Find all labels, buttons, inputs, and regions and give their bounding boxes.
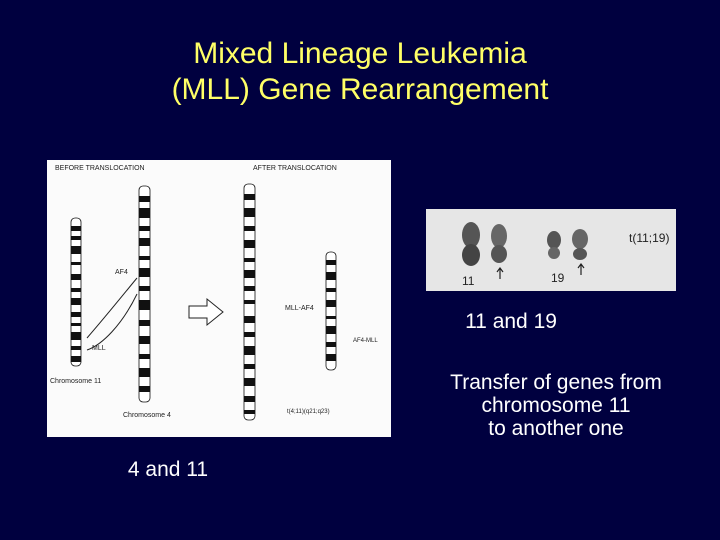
translocation-diagram: BEFORE TRANSLOCATION AFTER TRANSLOCATION… <box>47 160 391 437</box>
chromosome-4-label: Chromosome 4 <box>123 412 171 419</box>
t4-11-translocation-label: t(4;11)(q21;q23) <box>287 409 330 415</box>
caption-transfer: Transfer of genes from chromosome 11 to … <box>408 371 704 440</box>
chromosome-4-before <box>138 185 151 403</box>
af4-mll-fusion-label: AF4-MLL <box>353 338 378 344</box>
mll-gene-label: MLL <box>92 345 106 352</box>
t11-19-label: t(11;19) <box>629 231 669 245</box>
title-line-2: (MLL) Gene Rearrangement <box>171 73 549 106</box>
arrow-up-icon <box>496 267 504 279</box>
derivative-chromosome-short <box>325 251 337 371</box>
derivative-chromosome-long <box>243 183 256 421</box>
mll-af4-fusion-label: MLL-AF4 <box>285 305 314 312</box>
swap-arrow-down <box>86 293 138 351</box>
arrow-up-icon <box>577 263 585 275</box>
af4-gene-label: AF4 <box>115 269 128 276</box>
chromosome-19-photo-label: 19 <box>551 271 565 285</box>
caption-11-and-19: 11 and 19 <box>465 310 557 333</box>
title-line-1: Mixed Lineage Leukemia <box>193 37 527 70</box>
caption-transfer-line-2: chromosome 11 <box>481 394 631 417</box>
chromosome-19-pair <box>547 229 588 260</box>
t11-19-karyotype-photo: 11 19 t(11;19) <box>426 209 676 291</box>
chromosome-11-photo-label: 11 <box>462 274 475 288</box>
caption-4-and-11: 4 and 11 <box>127 458 209 481</box>
chromosome-11-label: Chromosome 11 <box>50 378 101 385</box>
chromosome-11-pair <box>462 222 507 266</box>
after-translocation-header: AFTER TRANSLOCATION <box>253 165 337 172</box>
chromosome-11-before <box>70 217 82 367</box>
swap-arrow-up <box>86 277 138 339</box>
caption-transfer-line-1: Transfer of genes from <box>450 371 662 394</box>
slide-title: Mixed Lineage Leukemia (MLL) Gene Rearra… <box>0 36 720 108</box>
translocation-arrow-icon <box>188 297 224 327</box>
t11-19-karyotype-svg: 11 19 t(11;19) <box>462 222 669 288</box>
before-translocation-header: BEFORE TRANSLOCATION <box>55 165 145 172</box>
translocation-diagram-svg: BEFORE TRANSLOCATION AFTER TRANSLOCATION… <box>50 165 378 421</box>
caption-transfer-line-3: to another one <box>488 417 624 440</box>
